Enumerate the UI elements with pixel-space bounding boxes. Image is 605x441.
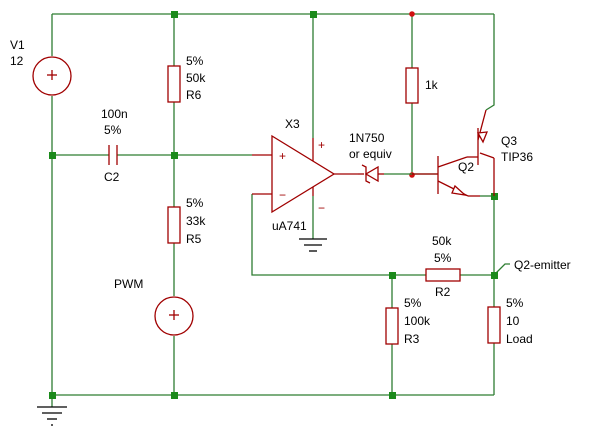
- q3-model-label: TIP36: [501, 150, 533, 164]
- r3-resistor[interactable]: [385, 307, 399, 345]
- junctions: [49, 11, 498, 399]
- junction: [171, 11, 178, 18]
- junction: [409, 11, 415, 17]
- opamp-vplus-mark: +: [318, 138, 325, 152]
- junction: [389, 392, 396, 399]
- q2-name-label: Q2: [458, 160, 474, 174]
- r5-name-label: R5: [186, 232, 202, 246]
- r6-tolerance-label: 5%: [186, 54, 204, 68]
- c2-value-label: 100n: [101, 107, 128, 121]
- diode-model-label: 1N750: [349, 131, 385, 145]
- junction: [491, 272, 498, 279]
- diode-note-label: or equiv: [349, 147, 392, 161]
- r2-value-label: 50k: [432, 234, 452, 248]
- opamp-vminus-mark: −: [318, 201, 325, 215]
- wires: [51, 13, 510, 407]
- pwm-source[interactable]: [154, 296, 194, 336]
- opamp-model-label: uA741: [272, 219, 307, 233]
- c2-capacitor[interactable]: [108, 145, 118, 165]
- opamp-name-label: X3: [285, 117, 300, 131]
- opamp-x3[interactable]: [252, 134, 358, 214]
- r3-value-label: 100k: [404, 314, 431, 328]
- wire-q3-emitter: [485, 14, 495, 111]
- wire-opamp-feedback: [251, 194, 392, 276]
- r2-resistor[interactable]: [425, 268, 461, 282]
- junction: [389, 272, 396, 279]
- junction: [409, 172, 415, 178]
- r3-name-label: R3: [404, 332, 420, 346]
- v1-name-label: V1: [10, 38, 25, 52]
- c2-name-label: C2: [104, 170, 120, 184]
- opamp-minus-input-mark: −: [279, 188, 286, 202]
- load-resistor[interactable]: [487, 306, 501, 344]
- junction: [310, 11, 317, 18]
- r5-value-label: 33k: [186, 214, 206, 228]
- load-value-label: 10: [506, 314, 520, 328]
- c2-tolerance-label: 5%: [104, 123, 122, 137]
- zener-diode[interactable]: [358, 164, 384, 184]
- r6-resistor[interactable]: [167, 65, 181, 103]
- r-1k-value-label: 1k: [425, 78, 439, 92]
- r6-value-label: 50k: [186, 71, 206, 85]
- junction: [49, 152, 56, 159]
- q3-name-label: Q3: [501, 134, 517, 148]
- pwm-name-label: PWM: [114, 277, 143, 291]
- v1-source[interactable]: [32, 56, 72, 96]
- junction: [49, 392, 56, 399]
- r2-name-label: R2: [435, 285, 451, 299]
- r6-name-label: R6: [186, 88, 202, 102]
- r5-tolerance-label: 5%: [186, 196, 204, 210]
- ground-symbol-main: [37, 406, 67, 426]
- junction: [171, 392, 178, 399]
- junction: [491, 193, 498, 200]
- opamp-plus-input-mark: +: [279, 149, 286, 163]
- load-tolerance-label: 5%: [506, 296, 524, 310]
- r-1k-resistor[interactable]: [405, 67, 419, 104]
- junction: [171, 152, 178, 159]
- r3-tolerance-label: 5%: [404, 296, 422, 310]
- wire-probe: [493, 263, 510, 276]
- transistor-q3[interactable]: [476, 109, 495, 165]
- ground-symbol-opamp: [299, 238, 327, 252]
- load-name-label: Load: [506, 332, 533, 346]
- r5-resistor[interactable]: [167, 206, 181, 244]
- r2-tolerance-label: 5%: [434, 251, 452, 265]
- v1-value-label: 12: [10, 54, 24, 68]
- transistor-q2[interactable]: [412, 156, 469, 197]
- probe-label: Q2-emitter: [514, 258, 571, 272]
